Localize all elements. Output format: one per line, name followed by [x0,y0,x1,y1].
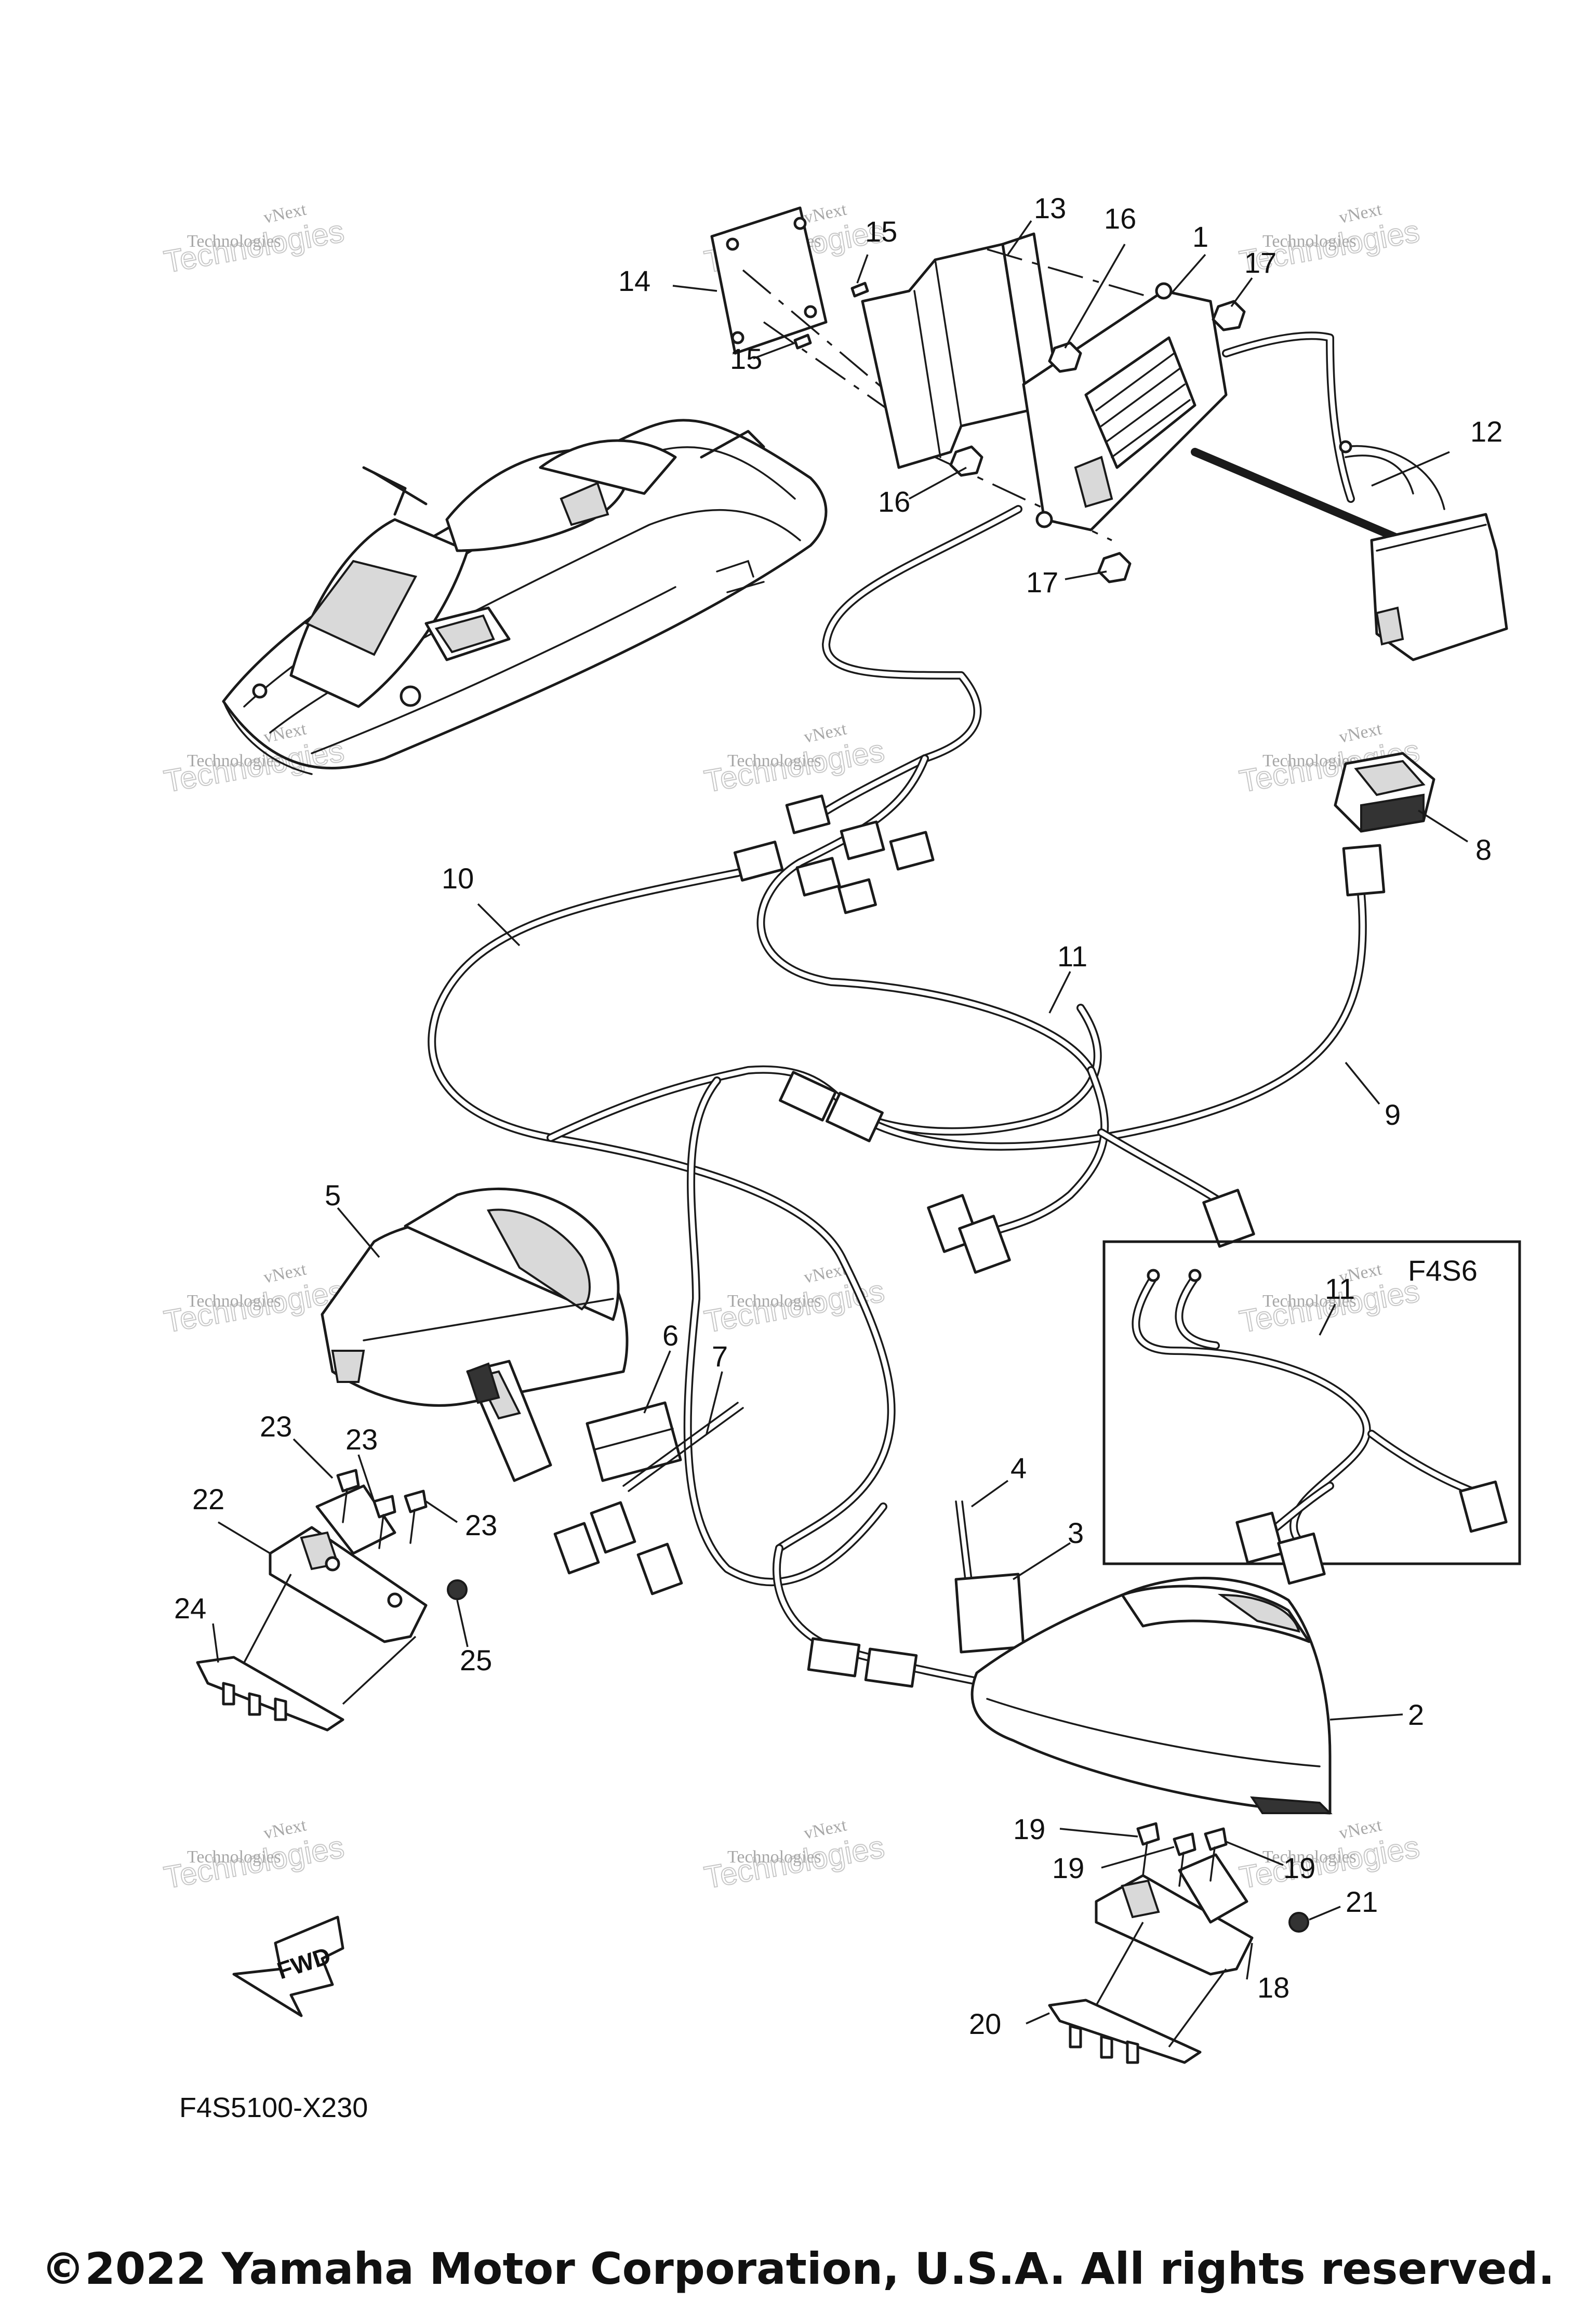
figure-code: F4S5100-X230 [179,2092,368,2123]
svg-text:Technologies: Technologies [187,1292,281,1311]
watermark: vNext Technologies Technologies [161,1259,348,1340]
watermark: vNext Technologies Technologies [161,1815,348,1896]
part-label: 11 [1325,1272,1355,1305]
part-label: 7 [712,1340,728,1373]
svg-text:Technologies: Technologies [702,1829,887,1895]
part-label: 15 [730,342,762,375]
part-label: 3 [1068,1516,1084,1549]
lamp-unit-2 [970,1577,1333,1815]
part-label: 8 [1475,833,1492,866]
part-label: 20 [969,2007,1001,2040]
part-label: 19 [1283,1852,1315,1884]
svg-text:Technologies: Technologies [1237,1829,1422,1895]
plate-20 [1048,1922,1227,2064]
connectors [553,794,1386,1688]
part-label: 2 [1408,1698,1424,1731]
svg-text:Technologies: Technologies [727,1292,821,1311]
clip-21 [1288,1912,1309,1933]
svg-text:Technologies: Technologies [162,733,347,799]
bracket-18 [1095,1853,1254,1976]
watermark: vNext Technologies Technologies [161,719,348,800]
svg-text:Technologies: Technologies [727,751,821,770]
svg-text:Technologies: Technologies [1262,1292,1356,1311]
fwd-arrow-icon: FWD [232,1915,344,2017]
svg-text:Technologies: Technologies [162,1273,347,1339]
part-label: 17 [1026,566,1058,598]
part-label: 12 [1470,415,1502,448]
part-label: 4 [1010,1452,1027,1484]
bracket-22 [269,1484,428,1643]
lamp-unit-5 [321,1187,629,1482]
svg-text:Technologies: Technologies [187,232,281,251]
svg-text:Technologies: Technologies [187,1847,281,1867]
part-label: 25 [460,1644,492,1677]
cable-tie-7 [622,1402,744,1492]
part-label: 11 [1057,940,1087,973]
watermark: vNext Technologies Technologies [1236,1815,1423,1896]
part-label: 24 [174,1592,206,1625]
leader-lines [212,220,1468,2025]
part-label: 16 [878,485,910,518]
watermark: vNext Technologies Technologies [701,719,888,800]
watercraft-illustration [222,419,828,775]
part-label: 14 [618,264,650,297]
svg-text:Technologies: Technologies [162,214,347,280]
svg-text:Technologies: Technologies [162,1829,347,1895]
svg-text:Technologies: Technologies [727,1847,821,1867]
part-label: 16 [1104,202,1136,235]
part-label: 19 [1052,1852,1084,1884]
bolts-23 [336,1469,428,1549]
ecu-cover-12 [1339,440,1508,661]
copyright-notice: ©2022 Yamaha Motor Corporation, U.S.A. A… [41,2243,1555,2294]
part-label: 22 [192,1483,224,1515]
part-label: 13 [1034,192,1066,224]
svg-text:Technologies: Technologies [187,751,281,770]
inset-label: F4S6 [1408,1254,1478,1287]
decal-6 [586,1401,682,1482]
part-label: 5 [325,1179,341,1212]
part-label: 23 [260,1410,292,1443]
harness-wires [428,505,1367,1687]
part-labels: 1 2 3 4 5 6 7 8 9 10 11 11 12 13 14 15 1… [174,192,1502,2040]
plate-24 [196,1574,417,1732]
part-label: 15 [865,215,897,248]
svg-text:Technologies: Technologies [1262,751,1356,770]
ecu-1 [1022,282,1407,544]
part-label: 1 [1192,220,1208,253]
nuts-16-17 [949,300,1246,583]
part-label: 19 [1013,1813,1045,1845]
svg-text:Technologies: Technologies [702,1273,887,1339]
switch-8 [1334,752,1435,833]
part-label: 21 [1346,1885,1378,1918]
watermark: vNext Technologies Technologies [161,199,348,280]
part-label: 9 [1385,1098,1401,1131]
inset-f4s6: F4S6 [1102,1240,1521,1585]
part-label: 23 [465,1509,497,1541]
decal-3 [954,1573,1025,1654]
bolts-19 [1136,1822,1228,1887]
watermark: vNext Technologies Technologies [701,1815,888,1896]
part-label: 18 [1257,1971,1289,2004]
clip-25 [447,1579,468,1600]
bracket-13 [861,232,1201,541]
svg-text:Technologies: Technologies [1262,232,1356,251]
part-label: 6 [662,1319,679,1352]
part-label: 17 [1244,246,1276,279]
part-label: 10 [442,862,474,895]
part-label: 23 [345,1423,378,1456]
